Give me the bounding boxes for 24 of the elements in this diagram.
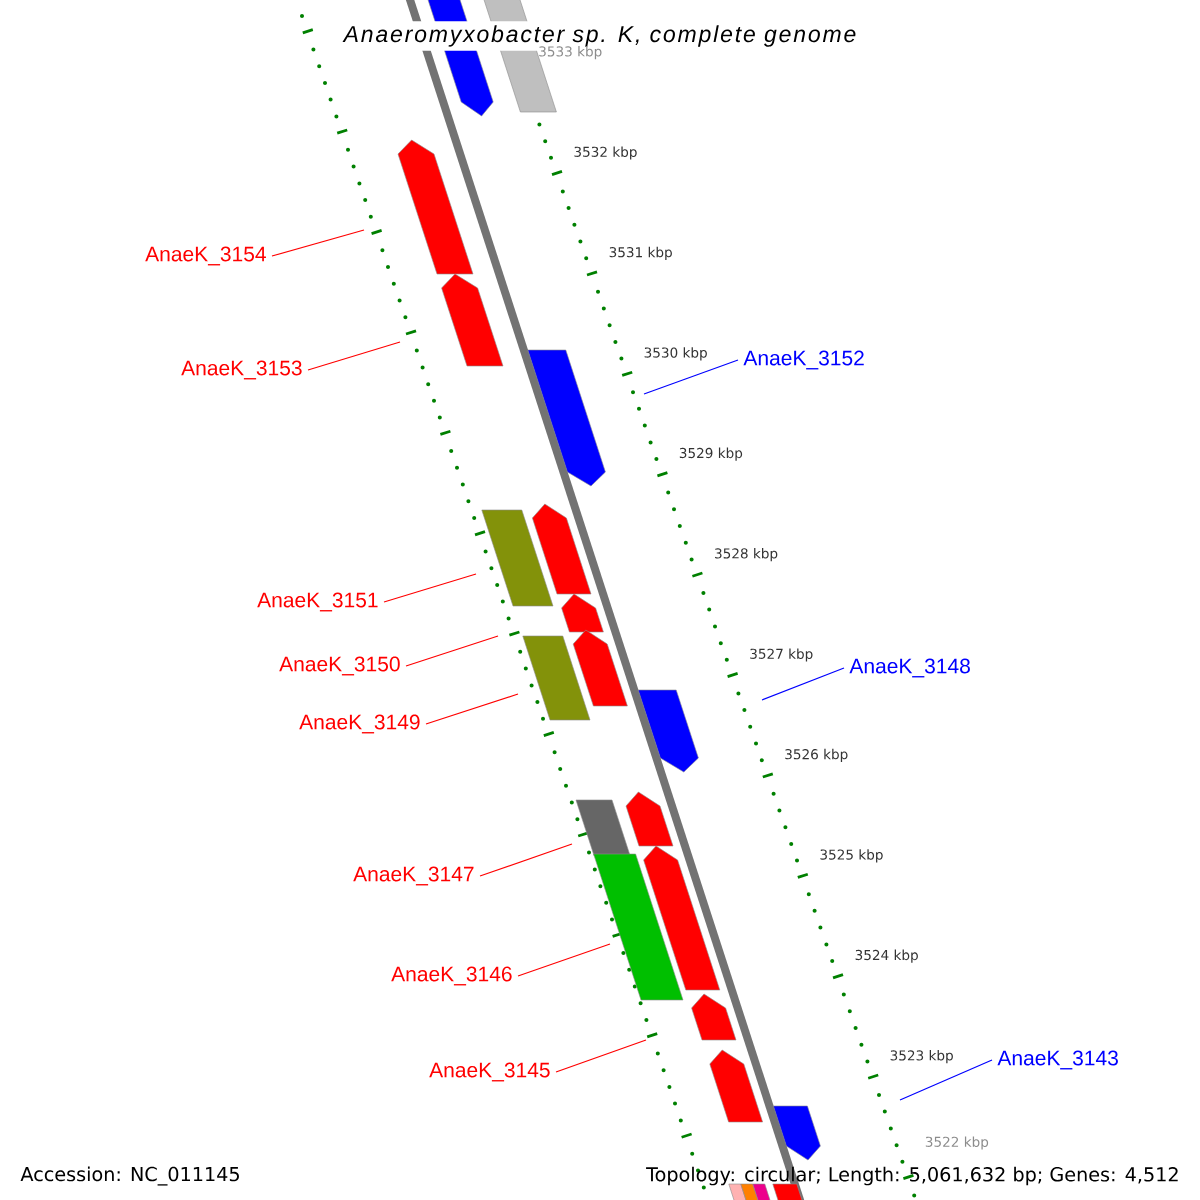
leader-line (479, 843, 573, 877)
leader-line (383, 573, 477, 603)
leader-line (517, 943, 611, 977)
gene-label: AnaeK_3151 (257, 592, 378, 612)
gene-label: AnaeK_3149 (299, 714, 420, 734)
leader-line (405, 635, 499, 667)
leader-line (271, 229, 365, 257)
gene-label: AnaeK_3143 (997, 1050, 1118, 1070)
leader-line (761, 667, 845, 701)
gene-label: AnaeK_3145 (429, 1062, 550, 1082)
gene-label: AnaeK_3154 (145, 246, 266, 266)
leader-line (555, 1039, 647, 1073)
gene-label: AnaeK_3148 (849, 658, 970, 678)
gene-label: AnaeK_3152 (743, 350, 864, 370)
gene-label: AnaeK_3146 (391, 966, 512, 986)
gene-label: AnaeK_3153 (181, 360, 302, 380)
leader-line (425, 693, 519, 725)
gene-label: AnaeK_3150 (279, 656, 400, 676)
leader-line (899, 1059, 993, 1101)
leader-line (307, 341, 401, 371)
gene-label: AnaeK_3147 (353, 866, 474, 886)
leader-line (643, 359, 739, 395)
genome-stats-text: Topology: circular; Length: 5,061,632 bp; Genes: 4,512 (646, 1166, 1178, 1186)
accession-text: Accession: NC_011145 (20, 1166, 239, 1186)
